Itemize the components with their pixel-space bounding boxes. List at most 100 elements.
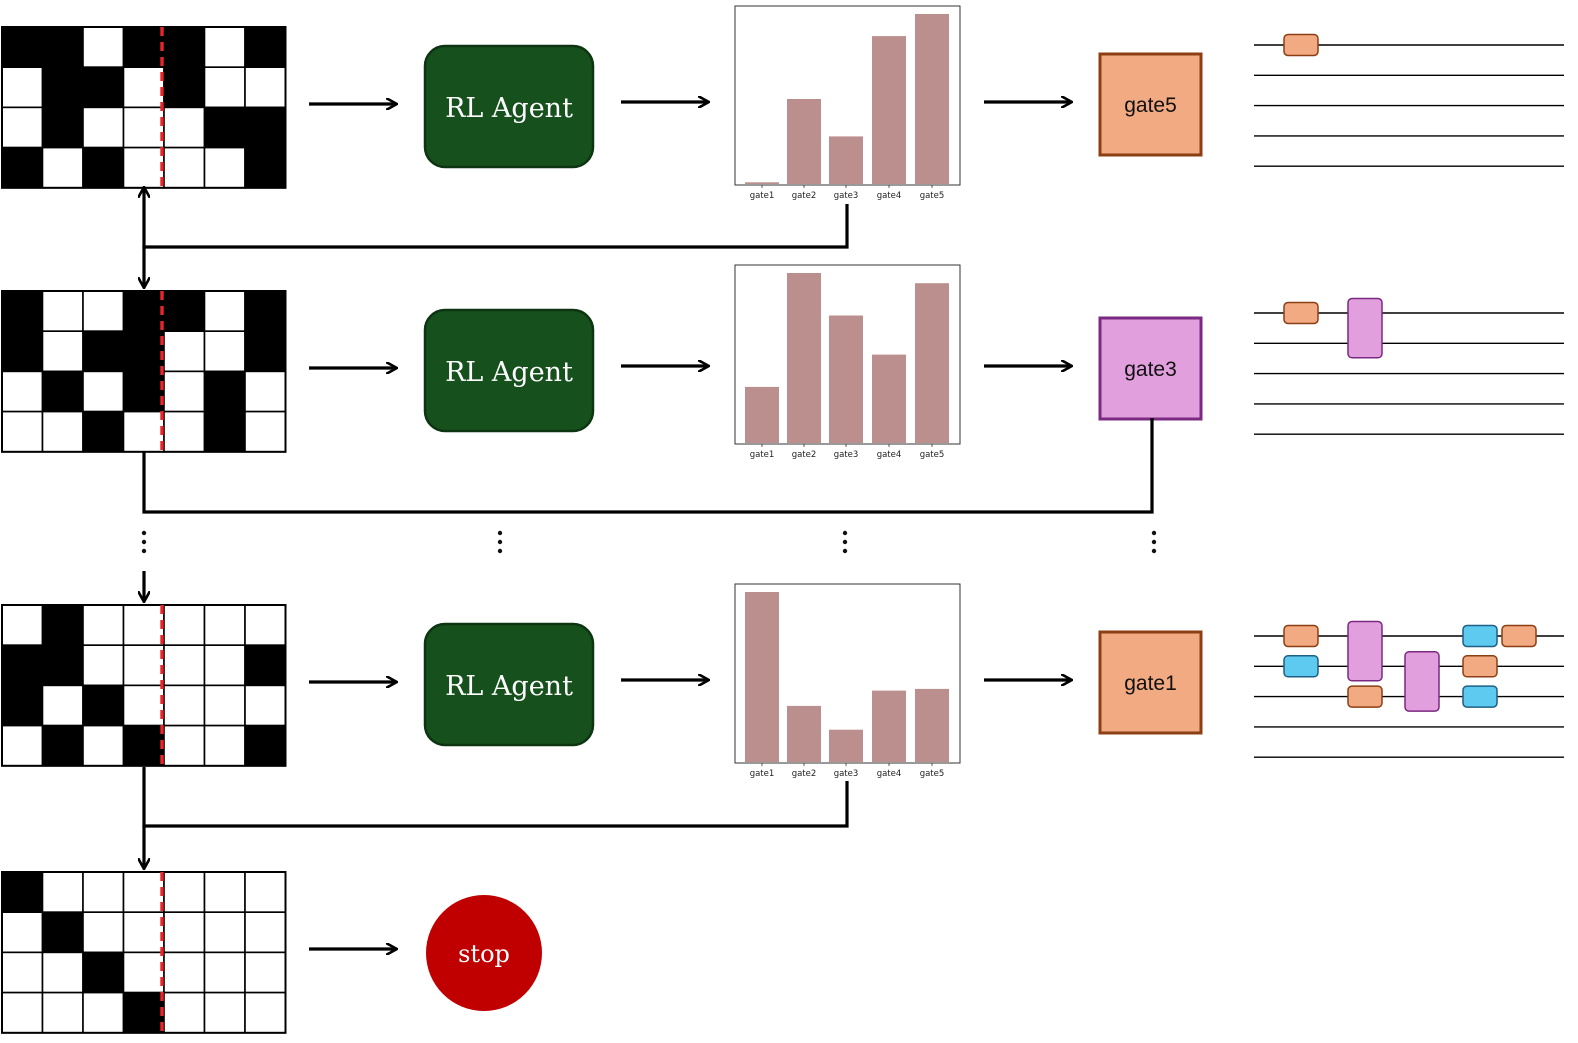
state-grid — [1, 604, 287, 767]
state-grid — [1, 290, 287, 453]
circuit-gate-orange — [1283, 33, 1319, 57]
circuit-gate-pink — [1347, 620, 1383, 682]
grid-cell — [203, 644, 246, 687]
x-tick-label: gate2 — [792, 769, 817, 779]
grid-cell — [41, 330, 84, 373]
grid-cell — [244, 911, 287, 954]
grid-cell — [244, 644, 287, 687]
grid-cell — [203, 991, 246, 1034]
grid-cell — [203, 871, 246, 914]
grid-cell — [82, 146, 125, 189]
grid-cell — [203, 330, 246, 373]
grid-cell — [41, 66, 84, 109]
rl-agent-shape — [423, 622, 595, 747]
selected-gate-shape — [1098, 52, 1203, 157]
grid-cell — [41, 684, 84, 727]
grid-cell — [203, 410, 246, 453]
grid-cell — [122, 871, 165, 914]
ellipsis-dot — [141, 548, 147, 554]
grid-cell — [203, 370, 246, 413]
grid-cell — [82, 410, 125, 453]
x-tick-label: gate5 — [920, 769, 945, 779]
grid-cell — [244, 66, 287, 109]
grid-cell — [41, 290, 84, 333]
grid-cell — [41, 106, 84, 149]
selected-gate-box: gate1 — [1098, 630, 1203, 735]
grid-cell — [244, 146, 287, 189]
bar-gate4 — [872, 354, 906, 443]
grid-cell — [82, 871, 125, 914]
selected-gate-label: gate5 — [1124, 94, 1177, 117]
x-tick-label: gate5 — [920, 450, 945, 460]
x-tick-label: gate1 — [750, 450, 775, 460]
final-state-grid — [1, 871, 287, 1034]
grid-cell — [244, 724, 287, 767]
bar-gate4 — [872, 36, 906, 184]
x-tick-label: gate5 — [920, 191, 945, 201]
feedback-line-3 — [142, 767, 849, 828]
bar-gate1 — [745, 182, 779, 184]
grid-cell — [203, 26, 246, 69]
ellipsis-dot — [141, 530, 147, 536]
grid-cell — [41, 991, 84, 1034]
selected-gate-box: gate5 — [1098, 52, 1203, 157]
grid-cell — [1, 146, 44, 189]
x-tick-label: gate4 — [877, 191, 902, 201]
grid-cell — [163, 330, 206, 373]
grid-cell — [244, 26, 287, 69]
grid-cell — [163, 146, 206, 189]
grid-cell — [41, 410, 84, 453]
ellipsis-dots — [497, 530, 503, 554]
grid-border — [1, 604, 287, 767]
grid-cell — [163, 911, 206, 954]
grid-cell — [82, 604, 125, 647]
circuit-gate-pink — [1404, 651, 1440, 712]
circuit-gate-blue — [1462, 624, 1498, 648]
grid-cell — [122, 911, 165, 954]
grid-cell — [82, 951, 125, 994]
grid-cell — [122, 724, 165, 767]
grid-border — [1, 871, 287, 1034]
circuit-gate-pink — [1347, 297, 1383, 359]
ellipsis-dots — [1151, 530, 1157, 554]
grid-cell — [244, 330, 287, 373]
grid-cell — [82, 66, 125, 109]
x-tick-label: gate4 — [877, 450, 902, 460]
circuit-gate-orange — [1501, 624, 1537, 648]
grid-cell — [203, 724, 246, 767]
grid-cell — [122, 26, 165, 69]
grid-cell — [1, 604, 44, 647]
grid-cell — [1, 724, 44, 767]
ellipsis-dot — [497, 530, 503, 536]
quantum-circuit — [1254, 33, 1564, 167]
bar-gate5 — [915, 688, 949, 762]
grid-cell — [41, 370, 84, 413]
grid-cell — [163, 991, 206, 1034]
grid-cell — [122, 146, 165, 189]
stop-node: stop — [426, 895, 542, 1011]
grid-cell — [41, 644, 84, 687]
circuit-gate-blue — [1462, 685, 1498, 708]
grid-cell — [203, 106, 246, 149]
grid-cell — [203, 911, 246, 954]
selected-gate-label: gate1 — [1124, 672, 1177, 695]
grid-cell — [163, 951, 206, 994]
grid-cell — [122, 604, 165, 647]
grid-cell — [122, 991, 165, 1034]
grid-cell — [163, 604, 206, 647]
grid-cell — [1, 684, 44, 727]
stop-circle — [426, 895, 542, 1011]
rl-agent-label: RL Agent — [445, 357, 573, 388]
grid-cell — [1, 871, 44, 914]
ellipsis-dot — [1151, 530, 1157, 536]
grid-cell — [1, 290, 44, 333]
grid-cell — [41, 951, 84, 994]
quantum-circuit — [1254, 620, 1564, 758]
rl-agent-box: RL Agent — [423, 44, 595, 169]
grid-cell — [163, 724, 206, 767]
grid-cell — [1, 370, 44, 413]
bar-gate2 — [787, 705, 821, 762]
bar-gate1 — [745, 592, 779, 762]
grid-cell — [203, 66, 246, 109]
